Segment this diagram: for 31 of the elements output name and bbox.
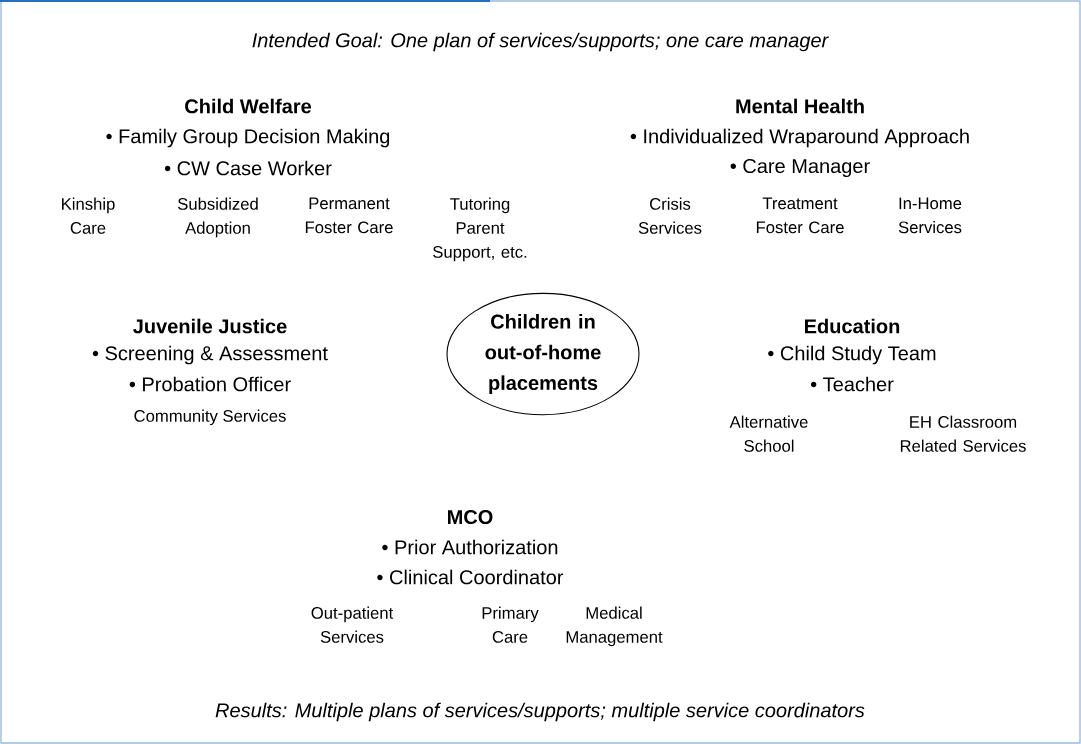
ellipse-node: Children in out-of-home placements [446, 292, 640, 416]
bullet-item: • Probation Officer [129, 376, 291, 392]
bullet-item: • Child Study Team [768, 345, 936, 365]
heading: MCO [448, 509, 493, 525]
heading: Juvenile Justice [133, 318, 287, 334]
service-label: Kinship Care [62, 197, 115, 234]
service-label: Crisis Services [638, 197, 702, 234]
service-label: Out-patient Services [311, 606, 394, 643]
heading: Child Welfare [185, 98, 312, 114]
goal-note: Intended Goal: One plan of services/supports; one care manager [252, 32, 829, 52]
service-label: Primary Care [482, 606, 539, 643]
bullet-item: • Screening & Assessment [92, 345, 328, 365]
bullet-item: • Clinical Coordinator [377, 569, 564, 585]
bullet-item: • Individualized Wraparound Approach [630, 128, 969, 148]
result-note: Results: Multiple plans of services/supports; multiple service coordinators [215, 702, 865, 722]
service-label: Permanent Foster Care [305, 197, 393, 234]
bullet-item: • Family Group Decision Making [106, 128, 390, 148]
service-label: In-Home Services [898, 197, 962, 234]
bullet-item: • Prior Authorization [382, 539, 558, 555]
bullet-item: • Teacher [810, 376, 894, 392]
heading: Mental Health [736, 98, 864, 114]
service-label: Medical Management [566, 606, 663, 647]
bullet-item: • Care Manager [730, 158, 870, 178]
service-label: Subsidized Adoption [178, 197, 258, 238]
heading: Education [805, 318, 900, 334]
bullet-item: • CW Case Worker [164, 160, 332, 176]
service-label: Community Services [134, 409, 286, 426]
service-label: Alternative School [729, 415, 808, 452]
service-label: Treatment Foster Care [756, 197, 844, 234]
service-label: Tutoring Parent Support, etc. [433, 197, 527, 262]
service-label: EH Classroom Related Services [900, 415, 1026, 452]
